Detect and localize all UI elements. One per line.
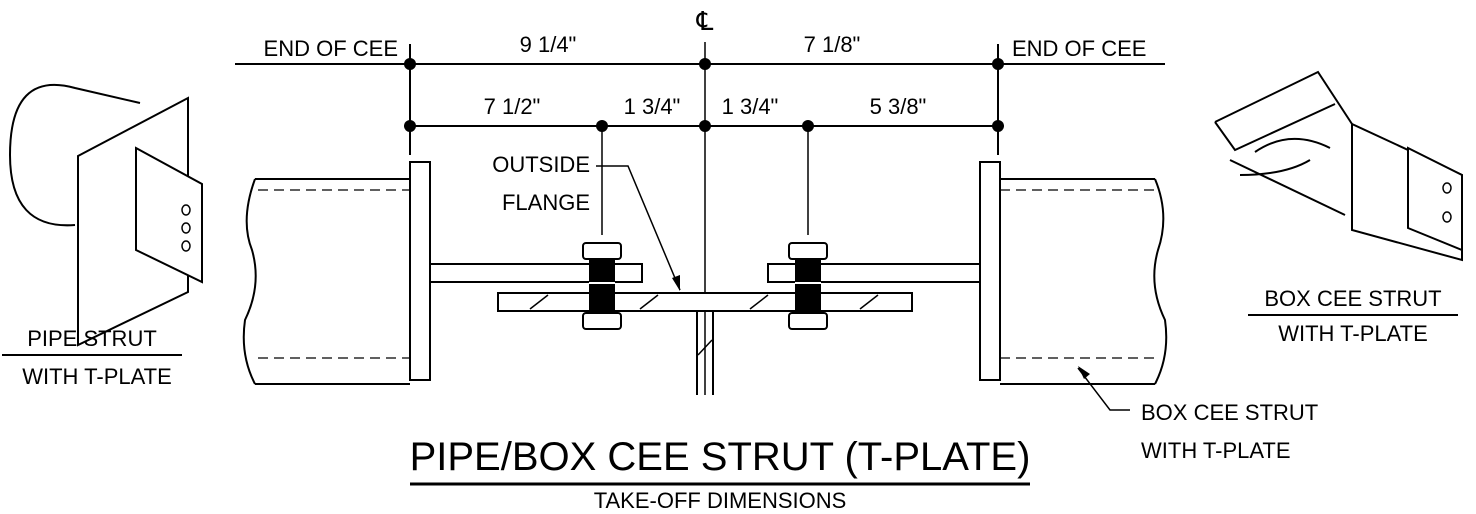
box-cee-callout-arrowhead (1078, 366, 1090, 379)
box-cee-callout-leader (1077, 367, 1130, 411)
outside-flange-label-1: OUTSIDE (492, 152, 590, 177)
pipe-strut-label-1: PIPE STRUT (27, 326, 157, 351)
dim-top-right: 7 1/8" (804, 32, 861, 57)
pipe-strut-isometric (8, 83, 203, 347)
outside-flange-label-2: FLANGE (502, 190, 590, 215)
left-strut (242, 161, 643, 385)
bolt-right (788, 242, 828, 330)
dim-d: 5 3/8" (870, 94, 927, 119)
bolt-left (582, 242, 622, 330)
callout-label-2: WITH T-PLATE (1141, 438, 1291, 463)
drawing-title: PIPE/BOX CEE STRUT (T-PLATE) (410, 435, 1031, 479)
box-cee-label-1: BOX CEE STRUT (1264, 286, 1441, 311)
right-strut (767, 161, 1168, 385)
pipe-strut-label-2: WITH T-PLATE (22, 364, 172, 389)
outside-flange-arrowhead (672, 275, 680, 291)
outside-flange-leader (596, 165, 681, 291)
box-cee-isometric (1214, 70, 1463, 262)
callout-label-1: BOX CEE STRUT (1141, 400, 1318, 425)
drawing-subtitle: TAKE-OFF DIMENSIONS (594, 488, 847, 513)
dim-c: 1 3/4" (722, 94, 779, 119)
dim-top-left: 9 1/4" (520, 32, 577, 57)
dim-a: 7 1/2" (484, 94, 541, 119)
centerline-symbol: ℄ (696, 6, 714, 36)
dimension-lines (235, 44, 1165, 235)
end-of-cee-left: END OF CEE (264, 36, 398, 61)
end-of-cee-right: END OF CEE (1012, 36, 1146, 61)
box-cee-label-2: WITH T-PLATE (1278, 321, 1428, 346)
dim-b: 1 3/4" (624, 94, 681, 119)
